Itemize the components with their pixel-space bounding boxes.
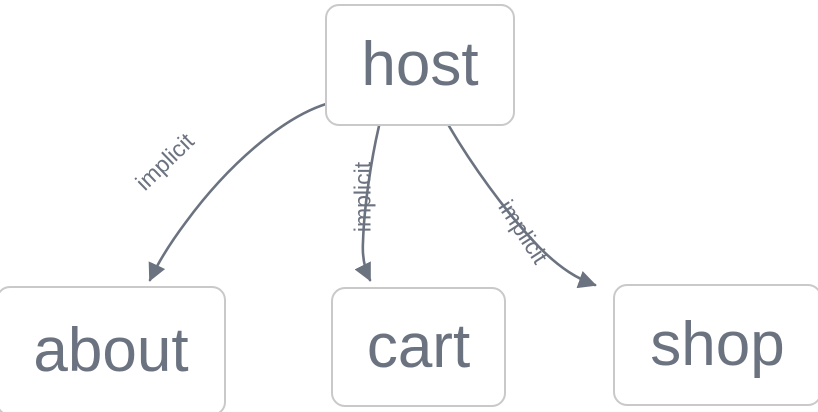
- node-host-label: host: [361, 30, 479, 99]
- edge-host-cart: [354, 124, 381, 282]
- edge-host-shop: [447, 124, 597, 289]
- node-about-label: about: [33, 316, 189, 385]
- edge-label-host-cart: implicit: [349, 161, 376, 233]
- node-host[interactable]: host: [325, 4, 515, 126]
- node-shop[interactable]: shop: [613, 284, 818, 406]
- node-about[interactable]: about: [0, 286, 226, 412]
- node-shop-label: shop: [650, 310, 785, 379]
- node-cart[interactable]: cart: [331, 287, 506, 407]
- node-cart-label: cart: [366, 312, 471, 381]
- edge-host-about: [148, 102, 328, 282]
